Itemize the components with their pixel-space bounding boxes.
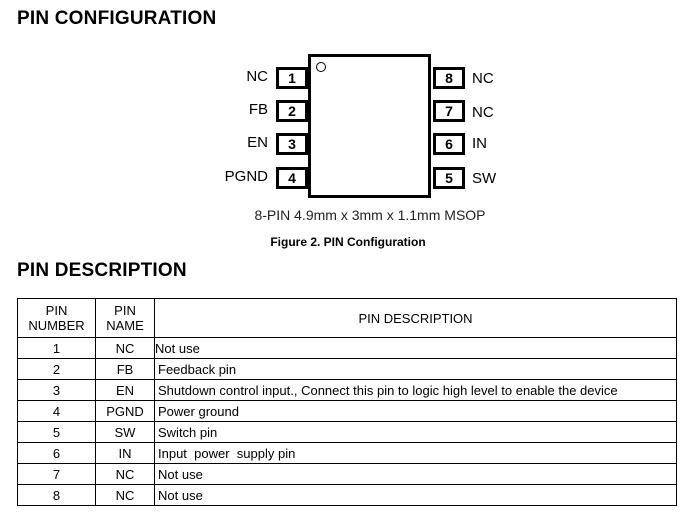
pin-3-label: EN	[247, 134, 268, 151]
cell-pin-description: Switch pin	[154, 421, 677, 443]
cell-pin-description: Input power supply pin	[154, 442, 677, 464]
package-caption: 8-PIN 4.9mm x 3mm x 1.1mm MSOP	[254, 207, 486, 223]
cell-pin-description: Feedback pin	[154, 358, 677, 380]
pin-7-label: NC	[472, 104, 494, 121]
figure-caption: Figure 2. PIN Configuration	[270, 235, 426, 249]
cell-pin-number: 2	[17, 358, 96, 380]
cell-pin-name: NC	[95, 484, 155, 506]
pin-6-label: IN	[472, 135, 487, 152]
table-row: 3 EN Shutdown control input., Connect th…	[17, 379, 677, 401]
pin-4-box: 4	[276, 167, 308, 189]
pin-7-box: 7	[433, 100, 465, 122]
table-row: 7 NC Not use	[17, 463, 677, 485]
pin-6-box: 6	[433, 133, 465, 155]
table-row: 6 IN Input power supply pin	[17, 442, 677, 464]
pin-1-label: NC	[246, 68, 268, 85]
cell-pin-number: 7	[17, 463, 96, 485]
cell-pin-name: NC	[95, 463, 155, 485]
cell-pin-name: SW	[95, 421, 155, 443]
pin-4-label: PGND	[224, 168, 268, 185]
ic-package-body	[308, 54, 431, 198]
table-row: 8 NC Not use	[17, 484, 677, 506]
pin1-indicator-dot	[316, 62, 326, 72]
cell-pin-name: PGND	[95, 400, 155, 422]
pin-5-box: 5	[433, 167, 465, 189]
pin-5-label: SW	[472, 170, 497, 187]
table-row: 5 SW Switch pin	[17, 421, 677, 443]
pin-8-box: 8	[433, 67, 465, 89]
pin-configuration-heading: PIN CONFIGURATION	[17, 8, 217, 29]
pin-2-box: 2	[276, 100, 308, 122]
cell-pin-description: Power ground	[154, 400, 677, 422]
cell-pin-number: 4	[17, 400, 96, 422]
cell-pin-name: NC	[95, 337, 155, 359]
table-row: 2 FB Feedback pin	[17, 358, 677, 380]
cell-pin-description: Not use	[154, 484, 677, 506]
cell-pin-number: 1	[17, 337, 96, 359]
pin-description-heading: PIN DESCRIPTION	[17, 260, 187, 281]
cell-pin-description: Not use	[154, 337, 677, 359]
table-row: 1 NC Not use	[17, 337, 677, 359]
header-pin-description: PIN DESCRIPTION	[154, 298, 677, 338]
cell-pin-name: EN	[95, 379, 155, 401]
pin-3-box: 3	[276, 133, 308, 155]
cell-pin-number: 3	[17, 379, 96, 401]
cell-pin-number: 6	[17, 442, 96, 464]
cell-pin-name: IN	[95, 442, 155, 464]
pin-1-box: 1	[276, 67, 308, 89]
cell-pin-description: Shutdown control input., Connect this pi…	[154, 379, 677, 401]
cell-pin-description: Not use	[154, 463, 677, 485]
cell-pin-number: 5	[17, 421, 96, 443]
cell-pin-number: 8	[17, 484, 96, 506]
cell-pin-name: FB	[95, 358, 155, 380]
pin-2-label: FB	[248, 101, 268, 118]
pin-8-label: NC	[472, 70, 494, 87]
table-row: 4 PGND Power ground	[17, 400, 677, 422]
